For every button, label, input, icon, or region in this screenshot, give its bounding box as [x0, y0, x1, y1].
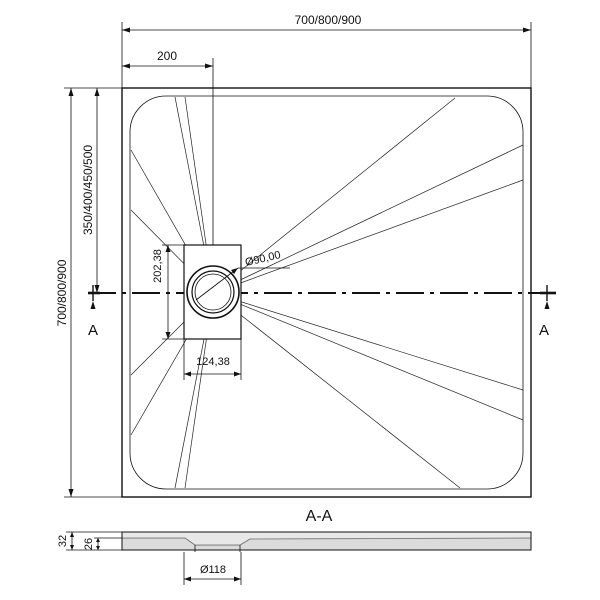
drain-box-height-dimension: 202,38 — [152, 244, 184, 340]
section-marker-right: A — [539, 322, 549, 339]
section-line: A A — [88, 285, 556, 339]
overall-width-dimension: 700/800/900 — [121, 13, 532, 90]
drain-assembly: Ø90,00 — [183, 244, 290, 340]
drain-middle-ring — [191, 270, 235, 314]
drain-box-width-dimension: 124,38 — [183, 339, 242, 380]
overall-height-label: 700/800/900 — [55, 259, 69, 326]
profile-total-height-label: 32 — [57, 535, 69, 547]
drain-offset-y-dimension: 350/400/450/500 — [81, 88, 100, 293]
drain-box-width-label: 124,38 — [196, 356, 230, 368]
outlet-diameter-dimension: Ø118 — [183, 552, 242, 585]
drain-offset-y-label: 350/400/450/500 — [81, 145, 95, 235]
outlet-diameter-label: Ø118 — [200, 564, 226, 576]
overall-height-dimension: 700/800/900 — [55, 87, 122, 498]
drain-diameter-label: Ø90,00 — [244, 249, 282, 269]
profile-inner-height-label: 26 — [83, 538, 95, 550]
profile-height-dimensions: 32 26 — [57, 531, 122, 551]
drain-inner-ring — [194, 273, 232, 311]
tray-inner-basin — [129, 95, 524, 490]
drain-offset-x-label: 200 — [157, 49, 177, 63]
overall-width-label: 700/800/900 — [295, 13, 362, 27]
section-title: A-A — [306, 508, 333, 525]
section-marker-left: A — [88, 322, 98, 339]
section-profile — [121, 531, 532, 552]
drain-box-height-label: 202,38 — [152, 249, 164, 283]
